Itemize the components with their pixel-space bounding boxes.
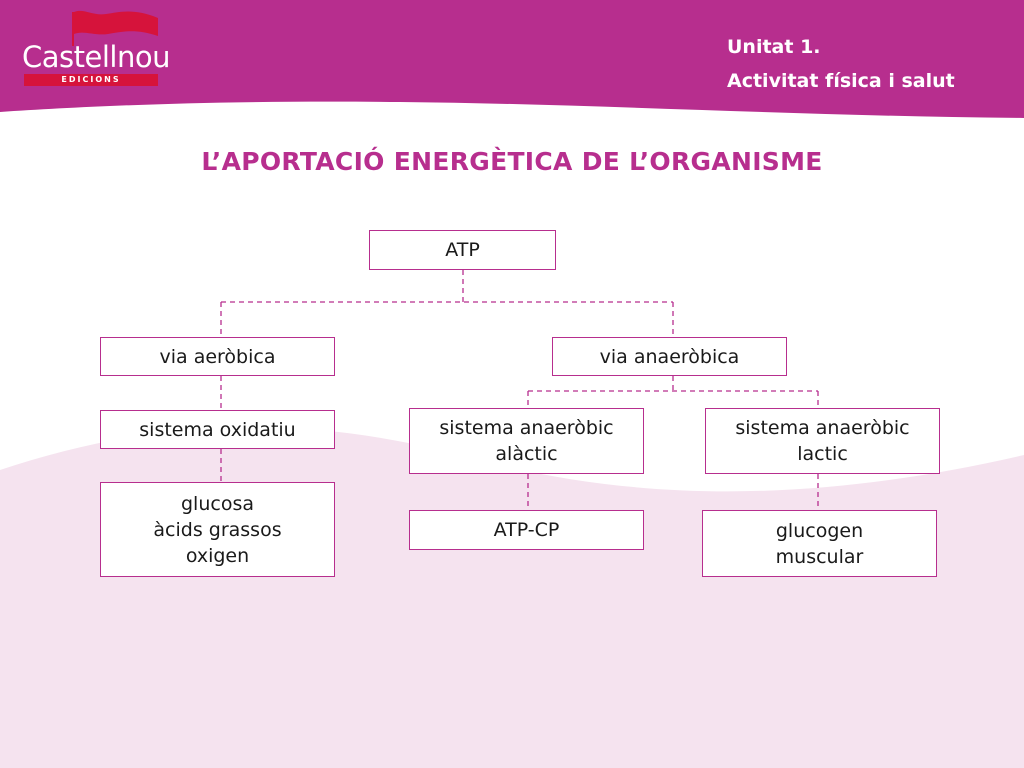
flag-icon <box>72 10 158 46</box>
oxidative-label: sistema oxidatiu <box>139 418 296 441</box>
atp-label: ATP <box>445 239 480 261</box>
atpcp-node: ATP-CP <box>409 510 644 550</box>
glycogen-node: glucogen muscular <box>702 510 937 577</box>
atpcp-label: ATP-CP <box>493 519 560 541</box>
unit-number: Unitat 1. <box>727 36 821 58</box>
alactic-line-2: alàctic <box>495 443 558 465</box>
alactic-node: sistema anaeròbic alàctic <box>409 408 644 474</box>
unit-subject: Activitat física i salut <box>727 70 955 92</box>
alactic-line-1: sistema anaeròbic <box>439 417 614 439</box>
atp-node: ATP <box>369 230 556 270</box>
unit-header: Unitat 1. Activitat física i salut <box>727 30 997 98</box>
header-band <box>0 0 1024 118</box>
castellnou-logo: Castellnou EDICIONS <box>22 10 170 86</box>
lactic-node: sistema anaeròbic lactic <box>705 408 940 474</box>
fuels-line-1: glucosa <box>181 492 254 515</box>
lactic-line-2: lactic <box>797 443 848 465</box>
glycogen-line-1: glucogen <box>775 519 864 542</box>
oxidative-node: sistema oxidatiu <box>100 410 335 449</box>
fuels-node: glucosa àcids grassos oxigen <box>100 482 335 577</box>
anaerobic-node: via anaeròbica <box>552 337 787 376</box>
logo-wordmark: Castellnou <box>22 40 170 74</box>
glycogen-line-2: muscular <box>775 545 864 568</box>
anaerobic-label: via anaeròbica <box>599 345 740 368</box>
logo-subtitle: EDICIONS <box>24 74 158 86</box>
connector-atp-branch <box>220 270 674 337</box>
aerobic-node: via aeròbica <box>100 337 335 376</box>
fuels-line-3: oxigen <box>185 544 250 567</box>
fuels-line-2: àcids grassos <box>153 518 282 541</box>
lactic-line-1: sistema anaeròbic <box>735 417 910 439</box>
slide-title: L’APORTACIÓ ENERGÈTICA DE L’ORGANISME <box>201 147 823 176</box>
aerobic-label: via aeròbica <box>159 345 276 368</box>
connector-anaerobic-branch <box>527 376 819 408</box>
